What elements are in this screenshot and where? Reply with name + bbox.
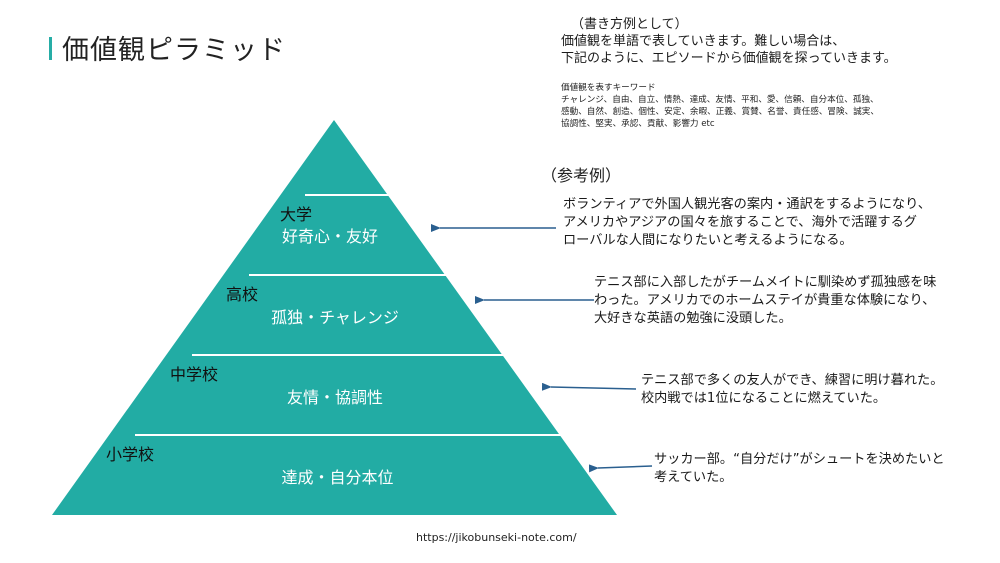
episode-line: サッカー部。“自分だけ”がシュートを決めたいと bbox=[654, 452, 945, 467]
episode-university: ボランティアで外国人観光客の案内・通訳をするようになり、 アメリカやアジアの国々… bbox=[563, 196, 931, 250]
level-label-university: 大学 bbox=[280, 205, 313, 224]
arrow-junior-high bbox=[541, 382, 637, 391]
page-title: 価値観ピラミッド bbox=[62, 35, 286, 66]
level-label-high-school: 高校 bbox=[226, 285, 259, 304]
episode-line: ボランティアで外国人観光客の案内・通訳をするようになり、 bbox=[563, 197, 931, 212]
episode-junior-high: テニス部で多くの友人ができ、練習に明け暮れた。 校内戦では1位になることに燃えて… bbox=[641, 372, 943, 408]
keyword-line-1: チャレンジ、自由、自立、情熱、達成、友情、平和、愛、信頼、自分本位、孤独、 bbox=[561, 95, 879, 105]
episode-line: テニス部に入部したがチームメイトに馴染めず孤独感を味 bbox=[594, 275, 937, 290]
level-value-junior-high: 友情・協調性 bbox=[286, 388, 383, 407]
level-value-high-school: 孤独・チャレンジ bbox=[271, 308, 399, 327]
episode-elementary: サッカー部。“自分だけ”がシュートを決めたいと 考えていた。 bbox=[654, 451, 945, 487]
episode-line: 大好きな英語の勉強に没頭した。 bbox=[594, 311, 792, 326]
keyword-heading: 価値観を表すキーワード bbox=[561, 83, 656, 93]
pyramid-shape bbox=[52, 120, 617, 515]
episode-line: 校内戦では1位になることに燃えていた。 bbox=[641, 391, 887, 406]
episode-high-school: テニス部に入部したがチームメイトに馴染めず孤独感を味 わった。アメリカでのホーム… bbox=[594, 274, 936, 328]
keyword-list: 価値観を表すキーワード チャレンジ、自由、自立、情熱、達成、友情、平和、愛、信頼… bbox=[561, 82, 971, 130]
keyword-line-3: 協調性、堅実、承認、貢献、影響力 etc bbox=[561, 119, 715, 129]
intro-line-2: 価値観を単語で表していきます。難しい場合は、 bbox=[561, 34, 846, 49]
reference-title: （参考例） bbox=[541, 166, 622, 185]
episode-line: わった。アメリカでのホームステイが貴重な体験になり、 bbox=[594, 293, 936, 308]
episode-line: 考えていた。 bbox=[654, 470, 733, 485]
intro-line-1: （書き方例として） bbox=[571, 17, 688, 32]
arrow-elementary bbox=[588, 464, 653, 473]
intro-line-3: 下記のように、エピソードから価値観を探っていきます。 bbox=[561, 51, 897, 66]
level-label-junior-high: 中学校 bbox=[170, 365, 219, 384]
episode-line: アメリカやアジアの国々を旅することで、海外で活躍するグ bbox=[563, 215, 917, 230]
level-value-elementary: 達成・自分本位 bbox=[281, 468, 394, 487]
level-label-elementary: 小学校 bbox=[106, 445, 155, 464]
intro-text: （書き方例として） 価値観を単語で表していきます。難しい場合は、 下記のように、… bbox=[561, 16, 991, 67]
source-url: https://jikobunseki-note.com/ bbox=[416, 531, 577, 544]
episode-line: テニス部で多くの友人ができ、練習に明け暮れた。 bbox=[641, 373, 944, 388]
level-value-university: 好奇心・友好 bbox=[281, 227, 378, 246]
episode-line: ローバルな人間になりたいと考えるようになる。 bbox=[563, 233, 853, 248]
title-accent-bar bbox=[49, 37, 52, 60]
keyword-line-2: 感動、自然、創造、個性、安定、余暇、正義、賞賛、名誉、責任感、冒険、誠実、 bbox=[561, 107, 879, 117]
